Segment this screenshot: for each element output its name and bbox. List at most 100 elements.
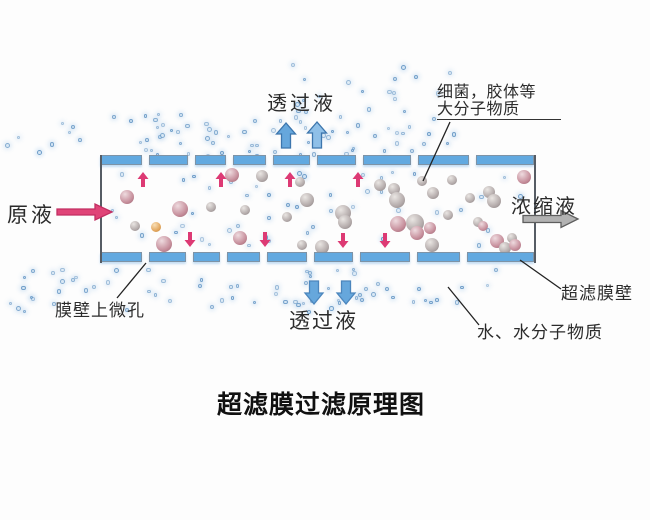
membrane-wall-segment-top: [195, 155, 226, 165]
water-molecule-dot: [161, 279, 166, 284]
water-molecule-dot: [16, 135, 20, 140]
water-molecule-dot: [275, 285, 280, 290]
permeate-down-arrow-1: [303, 280, 325, 306]
water-molecule-dot: [451, 132, 456, 137]
water-molecule-dot: [308, 274, 313, 279]
water-molecule-dot: [307, 271, 312, 276]
water-molecule-dot: [283, 299, 288, 304]
water-molecule-dot: [199, 237, 205, 243]
water-molecule-dot: [303, 109, 308, 114]
water-molecule-dot: [445, 141, 450, 146]
water-molecule-dot: [335, 269, 340, 273]
water-molecule-dot: [59, 267, 65, 273]
water-molecule-dot: [327, 287, 331, 291]
macromolecule-sphere: [225, 168, 239, 182]
water-molecule-dot: [338, 114, 343, 119]
water-molecule-dot: [119, 172, 125, 177]
water-molecule-dot: [273, 149, 278, 155]
water-molecule-dot: [70, 124, 75, 129]
water-molecule-dot: [49, 142, 55, 148]
water-molecule-dot: [318, 94, 322, 99]
water-molecule-dot: [382, 149, 387, 153]
water-molecule-dot: [411, 300, 416, 304]
water-molecule-dot: [219, 298, 225, 304]
water-molecule-dot: [204, 121, 209, 126]
water-molecule-dot: [518, 194, 523, 199]
water-molecule-dot: [367, 107, 372, 112]
water-molecule-dot: [226, 135, 230, 139]
water-molecule-dot: [485, 228, 491, 233]
membrane-wall-segment-bottom: [100, 252, 142, 262]
water-molecule-dot: [74, 275, 78, 280]
water-molecule-dot: [363, 287, 369, 292]
water-molecule-dot: [431, 117, 436, 122]
water-molecule-dot: [266, 238, 271, 243]
water-molecule-dot: [413, 172, 417, 176]
membrane-wall-segment-top: [233, 155, 266, 165]
water-molecule-dot: [210, 305, 214, 309]
water-leader: [447, 286, 480, 326]
water-molecule-dot: [227, 228, 233, 234]
permeate-label-bottom: 透过液: [289, 309, 358, 333]
water-molecule-dot: [303, 280, 308, 286]
water-molecule-dot: [60, 278, 65, 284]
channel-left-boundary: [100, 155, 102, 263]
water-molecule-dot: [310, 297, 315, 301]
water-molecule-dot: [115, 215, 119, 219]
water-molecule-dot: [155, 125, 160, 129]
water-molecule-dot: [391, 90, 396, 95]
water-molecule-dot: [352, 271, 357, 276]
macromolecule-sphere: [424, 222, 436, 234]
membrane-wall-segment-bottom: [267, 252, 307, 262]
water-molecule-dot: [91, 284, 96, 289]
macromolecule-sphere: [509, 239, 521, 251]
macromolecule-sphere: [172, 201, 188, 217]
water-molecule-dot: [423, 298, 428, 303]
macromolecule-sphere: [410, 226, 424, 240]
water-molecule-dot: [306, 309, 311, 314]
water-molecule-dot: [434, 298, 439, 302]
water-molecule-dot: [311, 152, 317, 157]
channel-right-boundary: [534, 155, 536, 263]
water-molecule-dot: [114, 268, 120, 274]
water-molecule-dot: [328, 193, 333, 198]
water-molecule-dot: [71, 278, 75, 282]
macromolecule-sphere: [374, 179, 386, 191]
water-molecule-dot: [167, 298, 172, 303]
water-molecule-dot: [329, 208, 334, 213]
water-molecule-dot: [160, 122, 166, 128]
water-molecule-dot: [250, 143, 255, 148]
water-molecule-dot: [153, 293, 158, 297]
membrane-wall-segment-top: [273, 155, 310, 165]
water-molecule-dot: [350, 148, 355, 152]
water-molecule-dot: [52, 302, 56, 306]
water-molecule-dot: [139, 233, 145, 238]
water-molecule-dot: [384, 286, 390, 292]
micropore-label: 膜壁上微孔: [55, 301, 145, 320]
water-molecule-dot: [229, 285, 233, 289]
water-molecule-dot: [296, 108, 301, 114]
membrane-wall-label: 超滤膜壁: [561, 284, 633, 303]
water-molecule-dot: [185, 123, 190, 129]
feed-liquid-label: 原液: [7, 203, 55, 227]
membrane-wall-segment-top: [476, 155, 534, 165]
macromolecule-sphere: [151, 222, 161, 232]
concentrate-liquid-label: 浓缩液: [511, 196, 577, 218]
macromolecule-sphere: [517, 170, 531, 184]
water-molecule-dot: [434, 210, 440, 215]
water-molecule-dot: [199, 278, 204, 282]
channel-up-arrow-1: [137, 172, 149, 187]
water-molecule-dot: [219, 150, 225, 156]
membrane-wall-segment-bottom: [193, 252, 220, 262]
macromolecule-sphere: [447, 175, 457, 185]
membrane-wall-segment-bottom: [227, 252, 260, 262]
macromolecule-leader: [422, 121, 451, 182]
membrane-wall-segment-bottom: [417, 252, 460, 262]
water-molecule-dot: [31, 296, 36, 301]
water-molecule-dot: [230, 295, 235, 300]
water-molecule-dot: [255, 184, 259, 188]
macromolecule-sphere: [130, 221, 140, 231]
water-molecule-dot: [207, 127, 212, 132]
water-molecule-dot: [360, 89, 365, 93]
water-molecule-dot: [169, 128, 174, 133]
